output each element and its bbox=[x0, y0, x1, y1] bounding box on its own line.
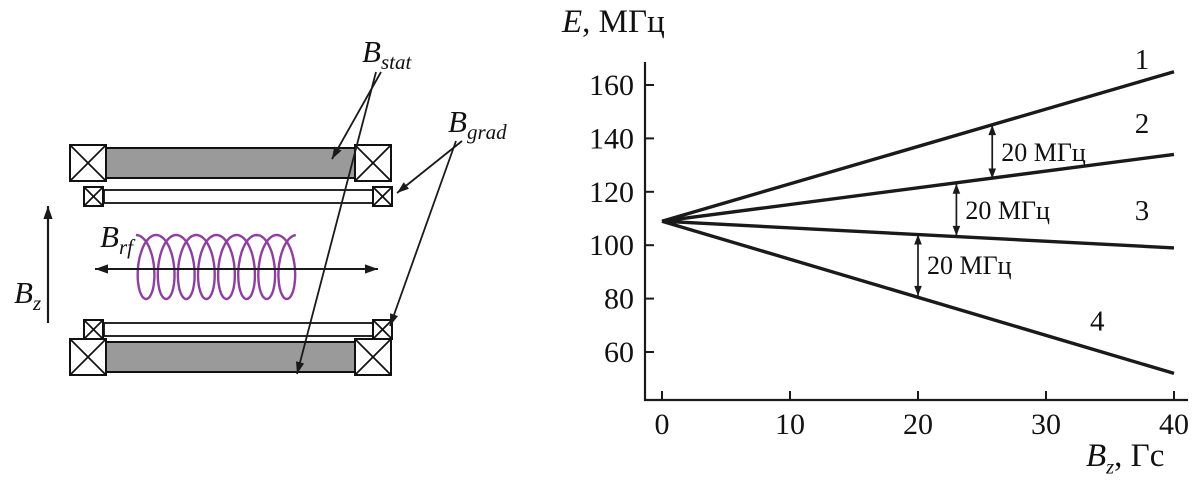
b-stat-label: Bstat bbox=[362, 34, 412, 74]
x-axis-title: Bz, Гс bbox=[1086, 438, 1164, 479]
annotation-label: 20 МГц bbox=[927, 251, 1012, 280]
annotation-label: 20 МГц bbox=[1001, 138, 1086, 167]
arrowhead-icon bbox=[390, 313, 398, 326]
y-tick-label: 60 bbox=[604, 336, 634, 369]
b-rf-label: Brf bbox=[100, 219, 136, 259]
series-label-3: 3 bbox=[1135, 195, 1150, 227]
arrowhead-icon bbox=[914, 234, 922, 245]
coil-cross-section-icon bbox=[69, 338, 107, 376]
x-tick-label: 30 bbox=[1031, 408, 1061, 441]
y-tick-label: 160 bbox=[589, 69, 634, 102]
series-line-1 bbox=[661, 70, 1175, 223]
arrowhead-icon bbox=[332, 146, 342, 159]
x-tick-label: 20 bbox=[903, 408, 933, 441]
split-arrow-icon bbox=[914, 234, 922, 296]
b-grad-base: B bbox=[448, 104, 467, 139]
y-tick-label: 80 bbox=[604, 283, 634, 316]
arrowhead-icon bbox=[397, 182, 409, 193]
b-grad-sub: grad bbox=[467, 120, 507, 144]
series-label-4: 4 bbox=[1090, 306, 1105, 338]
coil-cross-section-icon bbox=[83, 186, 104, 207]
coil-cross-section-icon bbox=[372, 186, 393, 207]
b-grad-pointer-top-icon bbox=[396, 140, 463, 194]
coil-cross-section-icon bbox=[69, 144, 107, 182]
arrowhead-icon bbox=[988, 125, 996, 136]
energy-vs-field-chart: 60 80 100 120 140 160 0 10 20 30 40 1 2 3 4 20 МГц 20 МГ… bbox=[589, 44, 1189, 441]
gradient-coil-top bbox=[103, 189, 374, 204]
chart-graphics: 60 80 100 120 140 160 0 10 20 30 40 1 2 3 4 20 МГц 20 МГ… bbox=[589, 44, 1189, 441]
coil-cross-section-icon bbox=[354, 144, 392, 182]
y-axis-title: E, МГц bbox=[562, 4, 665, 40]
y-tick-label: 140 bbox=[589, 122, 634, 155]
x-axis-var-sub: z bbox=[1106, 456, 1115, 479]
coil-cross-section-icon bbox=[83, 319, 104, 340]
y-axis-var: E bbox=[562, 4, 583, 40]
y-tick-label: 100 bbox=[589, 229, 634, 262]
series-label-2: 2 bbox=[1135, 108, 1150, 140]
b-z-sub: z bbox=[32, 291, 41, 315]
series-line-4 bbox=[661, 219, 1175, 376]
split-arrow-icon bbox=[952, 183, 961, 236]
arrowhead-icon bbox=[988, 168, 996, 179]
b-grad-label: Bgrad bbox=[448, 104, 507, 144]
b-stat-pointer-bottom-icon bbox=[296, 71, 377, 375]
series-line-2 bbox=[661, 152, 1175, 223]
axes bbox=[643, 62, 1188, 402]
arrowhead-icon bbox=[95, 264, 108, 274]
b-z-label: Bz bbox=[14, 275, 41, 315]
y-tick-label: 120 bbox=[589, 176, 634, 209]
coil-cross-section-icon bbox=[372, 319, 393, 340]
apparatus-diagram: Bstat Bgrad Brf Bz bbox=[14, 34, 507, 376]
b-rf-direction-arrow-icon bbox=[95, 264, 378, 274]
arrowhead-icon bbox=[914, 285, 922, 296]
static-coil-top bbox=[105, 147, 356, 179]
x-axis-var: B bbox=[1086, 438, 1107, 474]
arrowhead-icon bbox=[296, 361, 305, 374]
x-tick-label: 10 bbox=[775, 408, 805, 441]
series-label-1: 1 bbox=[1135, 44, 1150, 76]
b-stat-sub: stat bbox=[381, 50, 413, 74]
static-coil-bottom bbox=[105, 341, 356, 373]
b-rf-sub: rf bbox=[119, 235, 136, 259]
x-tick-label: 0 bbox=[655, 408, 670, 441]
b-z-base: B bbox=[14, 275, 33, 310]
b-z-direction-arrow-icon bbox=[43, 206, 53, 323]
diagram-shapes bbox=[43, 71, 463, 376]
arrowhead-icon bbox=[952, 225, 961, 236]
gradient-coil-bottom bbox=[103, 322, 374, 337]
arrowhead-icon bbox=[952, 183, 961, 194]
coil-cross-section-icon bbox=[354, 338, 392, 376]
b-grad-pointer-bottom-icon bbox=[389, 140, 457, 327]
x-axis-unit: , Гс bbox=[1114, 438, 1165, 474]
arrowhead-icon bbox=[43, 206, 53, 219]
arrowhead-icon bbox=[365, 264, 378, 274]
rf-coil-helix bbox=[135, 233, 297, 301]
y-axis-unit: , МГц bbox=[582, 4, 665, 40]
b-stat-base: B bbox=[362, 34, 381, 69]
split-arrow-icon bbox=[988, 125, 996, 179]
annotation-label: 20 МГц bbox=[965, 196, 1050, 225]
b-rf-base: B bbox=[100, 219, 119, 254]
x-tick-label: 40 bbox=[1159, 408, 1189, 441]
